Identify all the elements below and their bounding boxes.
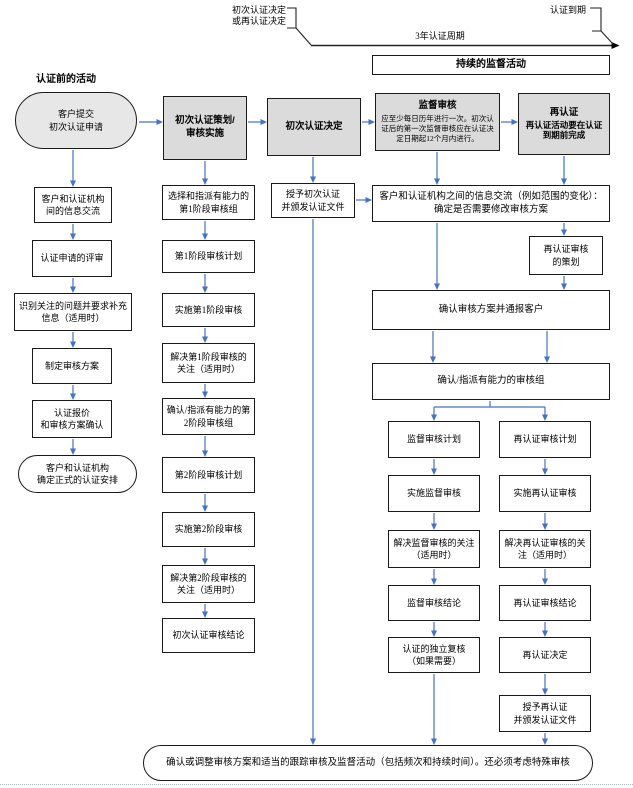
timeline-bracket-right [590,7,602,32]
node-recert-planning: 再认证审核 的策划 [529,236,603,275]
recert-header-note: 再认证活动要在认证到期前完成 [525,119,603,141]
section-banner-ongoing-surveillance: 持续的监督活动 [372,55,610,75]
timeline-decision-label: 初次认证决定 或再认证决定 [231,5,286,27]
timeline-diagonal-left [295,27,312,46]
recert-step-conclusion: 再认证审核结论 [499,585,591,621]
surveillance-step-conclusion: 监督审核结论 [388,585,480,621]
node-client-application: 客户提交 初次认证申请 [15,92,137,149]
surveillance-step-independent-review: 认证的独立复核 （如果需要） [388,637,480,673]
initial-audit-step-stage1-concerns: 解决第1阶段审核的关注（适用时） [162,343,255,383]
initial-audit-step-stage1-team: 选择和指派有能力的第1阶段审核组 [162,185,255,220]
pre-cert-terminal-formal-arrangement: 客户和认证机构 确定正式的认证安排 [18,455,137,493]
pre-cert-step-application-review: 认证申请的评审 [32,240,112,277]
initial-audit-step-stage1-plan: 第1阶段审核计划 [162,240,255,273]
pre-cert-step-quotation: 认证报价 和审核方案确认 [32,400,112,438]
recert-step-conduct: 实施再认证审核 [499,475,591,512]
page-boundary-dotted-line [0,784,633,785]
surveillance-step-concerns: 解决监督审核的关注（适用时） [388,530,480,568]
node-grant-initial-certification: 授予初次认证 并颁发认证文件 [271,183,355,218]
recert-header-title: 再认证 [549,106,579,118]
node-recert-header: 再认证 再认证活动要在认证到期前完成 [518,93,610,155]
section-label-pre-certification: 认证前的活动 [36,74,96,85]
recert-step-decision: 再认证决定 [499,637,591,673]
pre-cert-step-audit-programme: 制定审核方案 [32,348,112,384]
node-confirm-team: 确认/指派有能力的审核组 [372,363,610,400]
timeline-bracket-left [287,7,297,29]
timeline-diagonal-right [600,30,614,45]
node-confirm-programme: 确认审核方案并通报客户 [372,290,610,330]
initial-audit-step-stage2-concerns: 解决第2阶段审核的关注（适用时） [162,565,255,603]
pre-cert-step-info-exchange: 客户和认证机构间的信息交流 [34,187,112,223]
node-info-exchange-changes: 客户和认证机构之间的信息交流（例如范围的变化）：确定是否需要修改审核方案 [372,185,610,222]
initial-audit-step-conclusion: 初次认证审核结论 [162,618,255,653]
timeline-expiry-label: 认证到期 [549,5,586,15]
recert-step-plan: 再认证审核计划 [499,421,591,458]
timeline-cycle-label: 3年认证周期 [415,31,465,41]
node-surveillance-header: 监督审核 应至少每日历年进行一次。初次认证后的第一次监督审核应在认证决定日期起1… [375,93,500,151]
recert-step-concerns: 解决再认证审核的关注（适用时） [499,530,591,568]
surveillance-step-conduct: 实施监督审核 [388,475,480,512]
pre-cert-step-identify-concerns: 识别关注的问题并要求补充信息（适用时） [14,293,132,331]
footer-terminal-programme-adjustment: 确认或调整审核方案和适当的跟踪审核及监督活动（包括频次和持续时间）。还必须考虑特… [143,745,593,781]
surveillance-step-plan: 监督审核计划 [388,421,480,458]
initial-audit-step-stage2-plan: 第2阶段审核计划 [162,457,255,493]
initial-audit-step-stage1-conduct: 实施第1阶段审核 [162,293,255,327]
initial-audit-step-stage2-conduct: 实施第2阶段审核 [162,512,255,547]
node-initial-decision-header: 初次认证决定 [267,98,361,156]
recert-step-grant: 授予再认证 并颁发认证文件 [499,695,591,732]
surveillance-header-note: 应至少每日历年进行一次。初次认证后的第一次监督审核应在认证决定日期起12个月内进… [381,114,494,143]
node-initial-audit-header: 初次认证策划/ 审核实施 [163,96,247,160]
initial-audit-step-stage2-team: 确认/指派有能力的第2阶段审核组 [162,398,255,435]
surveillance-header-title: 监督审核 [418,100,457,112]
